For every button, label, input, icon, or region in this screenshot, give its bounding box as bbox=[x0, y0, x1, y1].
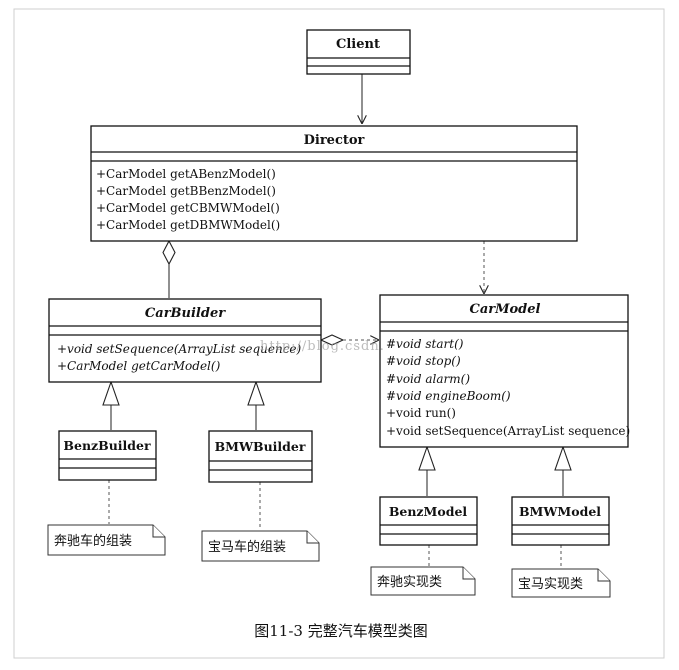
carbuilder-class: CarBuilder +void setSequence(ArrayList s… bbox=[48, 298, 322, 383]
bmwbuilder-note: 宝马车的组装 bbox=[201, 530, 320, 562]
carmodel-method: +void run() bbox=[386, 406, 456, 420]
carbuilder-method: +void setSequence(ArrayList sequence) bbox=[57, 342, 302, 356]
client-class-name: Client bbox=[336, 37, 380, 52]
benzbuilder-note: 奔驰车的组装 bbox=[47, 524, 166, 556]
benzmodel-class-name: BenzModel bbox=[389, 504, 468, 519]
carbuilder-class-name: CarBuilder bbox=[145, 306, 226, 321]
carmodel-method: #void start() bbox=[386, 337, 464, 351]
benzbuilder-note-text: 奔驰车的组装 bbox=[54, 533, 132, 549]
inheritance-triangle-icon bbox=[247, 380, 265, 406]
director-method: +CarModel getABenzModel() bbox=[96, 167, 276, 181]
inheritance-triangle-icon bbox=[554, 445, 572, 471]
benzbuilder-class: BenzBuilder bbox=[58, 430, 157, 481]
carmodel-method: +void setSequence(ArrayList sequence) bbox=[386, 424, 630, 438]
bmwmodel-note-text: 宝马实现类 bbox=[518, 577, 583, 592]
carbuilder-method: +CarModel getCarModel() bbox=[57, 359, 221, 373]
carmodel-method: #void engineBoom() bbox=[386, 389, 511, 403]
watermark: http://blog.csdn. bbox=[260, 339, 385, 354]
benzmodel-note-text: 奔驰实现类 bbox=[377, 575, 442, 590]
inheritance-triangle-icon bbox=[102, 380, 120, 406]
benzmodel-note: 奔驰实现类 bbox=[370, 566, 476, 596]
benzbuilder-class-name: BenzBuilder bbox=[63, 438, 151, 453]
bmwmodel-class: BMWModel bbox=[511, 496, 610, 546]
carmodel-method: #void alarm() bbox=[386, 372, 470, 386]
benzmodel-class: BenzModel bbox=[379, 496, 478, 546]
carmodel-class: CarModel #void start() #void stop() #voi… bbox=[379, 294, 630, 448]
inheritance-triangle-icon bbox=[418, 445, 436, 471]
carmodel-method: #void stop() bbox=[386, 354, 461, 368]
carmodel-class-name: CarModel bbox=[470, 302, 541, 317]
director-method: +CarModel getBBenzModel() bbox=[96, 184, 276, 198]
figure-caption: 图11-3 完整汽车模型类图 bbox=[254, 622, 427, 640]
bmwbuilder-class: BMWBuilder bbox=[208, 430, 313, 483]
director-class: Director +CarModel getABenzModel() +CarM… bbox=[90, 125, 578, 242]
bmwmodel-class-name: BMWModel bbox=[519, 504, 601, 519]
aggregation-diamond-icon bbox=[162, 239, 176, 266]
director-method: +CarModel getCBMWModel() bbox=[96, 201, 280, 215]
bmwmodel-note: 宝马实现类 bbox=[511, 568, 611, 598]
director-class-name: Director bbox=[304, 133, 365, 148]
bmwbuilder-class-name: BMWBuilder bbox=[215, 439, 306, 454]
bmwbuilder-note-text: 宝马车的组装 bbox=[208, 539, 286, 555]
client-class: Client bbox=[306, 29, 411, 75]
director-method: +CarModel getDBMWModel() bbox=[96, 218, 280, 232]
